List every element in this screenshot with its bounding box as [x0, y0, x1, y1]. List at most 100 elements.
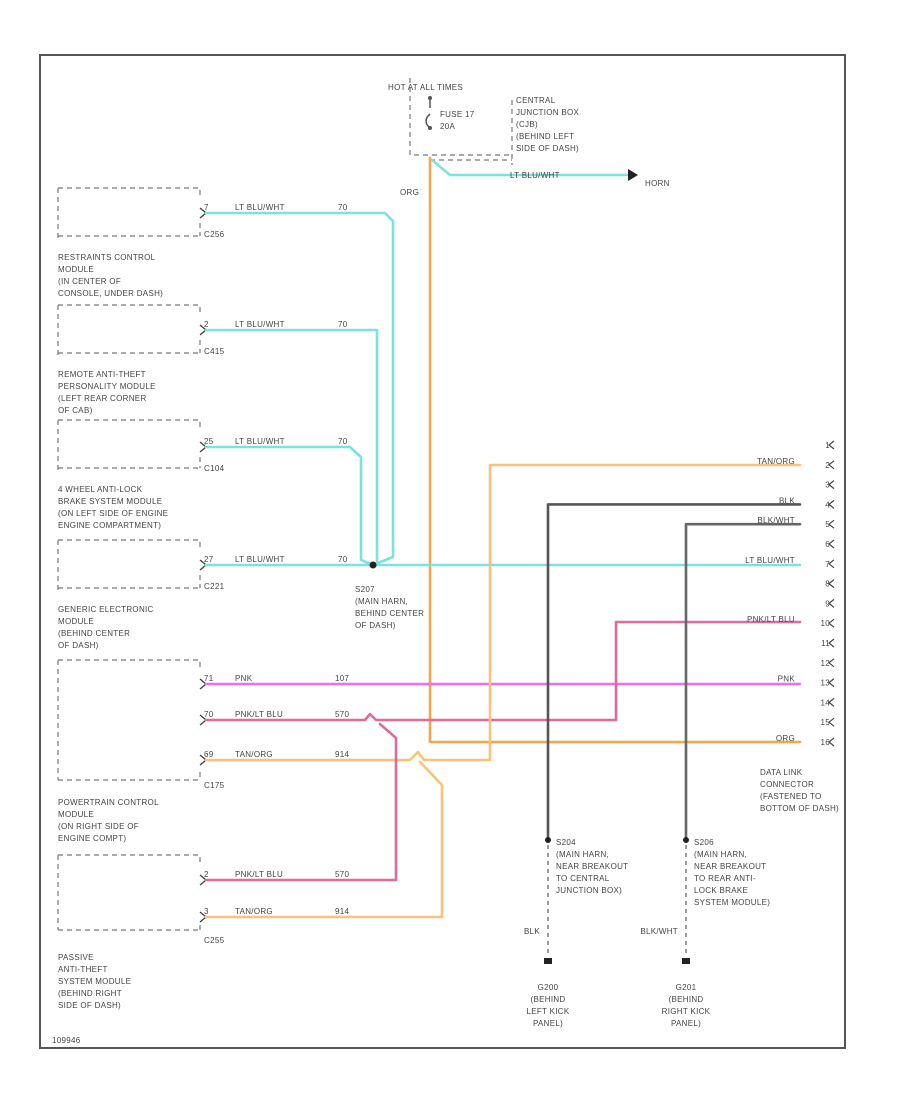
module-connector-id: C104 [204, 464, 225, 473]
wire-color-label: PNK [235, 674, 253, 683]
dlc-wire-label: PNK/LT BLU [747, 615, 795, 624]
circuit-number-label: 70 [338, 437, 348, 446]
pcm-connector-id: C175 [204, 781, 225, 790]
module-box-outline [57, 187, 201, 238]
dlc-pin-number: 1 [825, 441, 830, 450]
dlc-pin-number: 12 [821, 659, 831, 668]
wire-color-label: TAN/ORG [235, 907, 273, 916]
dlc-pin-number: 16 [821, 738, 831, 747]
org-wire-label: ORG [400, 188, 419, 197]
circuit-number-label: 914 [335, 750, 349, 759]
dlc-terminal-icon [828, 539, 835, 549]
ground-wire-label: BLK [524, 927, 540, 936]
dlc-wire-label: TAN/ORG [757, 457, 795, 466]
dlc-wire-label: BLK/WHT [757, 516, 795, 525]
splice-dot [545, 837, 551, 843]
wire-color-label: LT BLU/WHT [235, 437, 285, 446]
dlc-pin-number: 2 [825, 461, 830, 470]
dlc-pin-number: 10 [821, 619, 831, 628]
dlc-pin-number: 5 [825, 520, 830, 529]
module-box-outline [57, 304, 201, 355]
dlc-wire-label: PNK [778, 675, 796, 684]
dlc-terminal-icon [828, 460, 835, 470]
pcm-pin-number: 71 [204, 674, 214, 683]
wire-lt-blu-wht [204, 445, 375, 567]
horn-wire-label: LT BLU/WHT [510, 171, 560, 180]
wire-lt-blu-wht [204, 211, 395, 567]
module-pin-number: 2 [204, 320, 209, 329]
dlc-terminal-icon [828, 598, 835, 608]
splice-s207-dot [369, 561, 377, 569]
dlc-terminal-icon [828, 697, 835, 707]
pcm-pin-number: 70 [204, 710, 214, 719]
circuit-number-label: 570 [335, 870, 349, 879]
dlc-terminal-icon [828, 440, 835, 450]
dlc-pin-number: 13 [821, 679, 831, 688]
horn-label: HORN [645, 179, 670, 188]
dlc-pin-number: 6 [825, 540, 830, 549]
dlc-pin-number: 8 [825, 580, 830, 589]
pats-connector-id: C255 [204, 936, 225, 945]
circuit-number-label: 70 [338, 203, 348, 212]
dlc-pin-number: 11 [821, 639, 830, 648]
circuit-number-label: 107 [335, 674, 349, 683]
wire-color-label: TAN/ORG [235, 750, 273, 759]
arrow-icon [628, 169, 638, 181]
circuit-number-label: 70 [338, 555, 348, 564]
dlc-terminal-icon [828, 480, 835, 490]
circuit-number-label: 570 [335, 710, 349, 719]
wire-color-label: LT BLU/WHT [235, 320, 285, 329]
dlc-terminal-icon [828, 658, 835, 668]
circuit-number-label: 914 [335, 907, 349, 916]
module-box-outline [57, 539, 201, 590]
wire-horn-lt-blu-wht [430, 158, 630, 177]
module-pin-number: 7 [204, 203, 209, 212]
splice-dot [683, 837, 689, 843]
fuse-icon [425, 113, 431, 129]
pcm-pin-number: 69 [204, 750, 214, 759]
wire-color-label: LT BLU/WHT [235, 555, 285, 564]
circuit-number-label: 70 [338, 320, 348, 329]
dlc-terminal-icon [828, 638, 835, 648]
footer-code: 109946 [52, 1036, 81, 1045]
wire-color-label: PNK/LT BLU [235, 870, 283, 879]
module-connector-id: C221 [204, 582, 225, 591]
wire-pnk-lt-blu [204, 722, 398, 882]
ground-wire-label: BLK/WHT [640, 927, 678, 936]
wire-org [428, 156, 802, 744]
wire-blk [546, 503, 802, 840]
dlc-terminal-icon [828, 678, 835, 688]
dlc-pin-number: 9 [825, 599, 830, 608]
wire-lt-blu-wht [204, 328, 379, 567]
dlc-terminal-icon [828, 519, 835, 529]
dlc-terminal-icon [828, 559, 835, 569]
module-pin-number: 25 [204, 437, 214, 446]
diagram-frame [39, 54, 846, 1049]
module-box-outline [57, 419, 201, 470]
dlc-pin-number: 4 [825, 500, 830, 509]
dlc-terminal-icon [828, 618, 835, 628]
dlc-pin-number: 15 [821, 718, 831, 727]
pats-pin-number: 3 [204, 907, 209, 916]
wire-color-label: PNK/LT BLU [235, 710, 283, 719]
dlc-wire-label: BLK [779, 496, 795, 505]
wire-pnk-lt-blu [204, 620, 802, 722]
wire-color-label: LT BLU/WHT [235, 203, 285, 212]
dlc-pin-number: 14 [821, 698, 831, 707]
